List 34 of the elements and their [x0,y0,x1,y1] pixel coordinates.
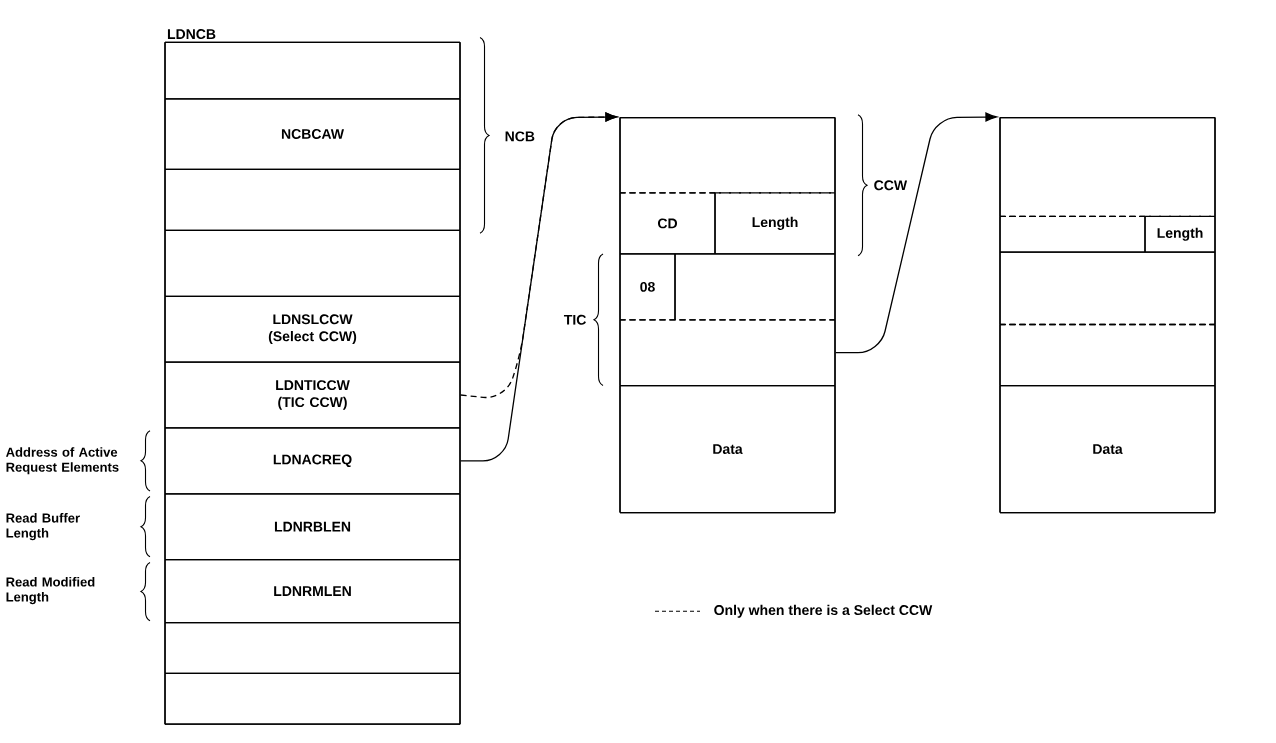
memory-field: 08 [619,253,676,321]
legend-text: Only when there is a Select CCW [714,604,933,618]
arrow [835,112,998,354]
memory-field: LDNTICCW (TIC CCW) [164,361,461,429]
node-label: LDNCB [167,29,216,40]
memory-field: CD [619,192,716,255]
brace-label: NCB [505,131,535,142]
memory-field [999,323,1216,387]
memory-field: LDNRMLEN [164,558,461,624]
memory-field [674,253,836,321]
memory-field [999,116,1216,217]
memory-field [164,168,461,232]
memory-field [164,229,461,297]
brace-label: Address of Active Request Elements [6,447,119,475]
memory-field: Data [619,384,836,514]
memory-field [164,41,461,100]
arrow [460,112,618,399]
memory-field [164,621,461,675]
memory-field [619,116,836,194]
memory-field: NCBCAW [164,98,461,170]
memory-field: Length [1144,215,1216,253]
memory-field [999,215,1146,253]
brace-label: Read Buffer Length [6,513,80,541]
memory-field [164,672,461,725]
memory-field [999,251,1216,326]
memory-field: LDNACREQ [164,427,461,495]
memory-field [619,319,836,387]
brace-label: Read Modified Length [6,577,95,605]
memory-field: LDNRBLEN [164,493,461,561]
memory-field: Length [714,192,836,255]
brace-label: TIC [563,314,586,325]
memory-field: LDNSLCCW (Select CCW) [164,295,461,363]
memory-field: Data [999,384,1216,514]
brace-label: CCW [874,180,908,191]
